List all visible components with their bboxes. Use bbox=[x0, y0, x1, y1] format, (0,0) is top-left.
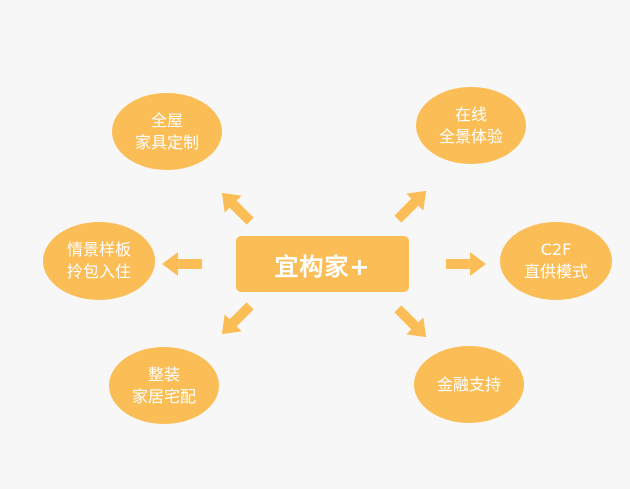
node-middle-left-line2: 拎包入住 bbox=[66, 262, 131, 281]
center-node: 宜构家+ bbox=[236, 236, 409, 292]
node-middle-left: 情景样板 拎包入住 bbox=[43, 222, 155, 300]
node-middle-right-line1: C2F bbox=[540, 240, 572, 259]
arrow-to-top-right-icon bbox=[389, 182, 434, 227]
node-middle-right: C2F 直供模式 bbox=[500, 222, 612, 300]
node-middle-right-line2: 直供模式 bbox=[523, 262, 588, 281]
node-top-right: 在线 全景体验 bbox=[416, 87, 526, 164]
arrow-to-bottom-right-icon bbox=[389, 300, 434, 345]
arrow-to-middle-left-icon bbox=[162, 252, 202, 276]
node-bottom-left-line2: 家居宅配 bbox=[131, 386, 196, 406]
node-middle-left-line1: 情景样板 bbox=[66, 240, 131, 259]
node-top-left-line1: 全屋 bbox=[150, 110, 183, 130]
arrow-to-top-left-icon bbox=[213, 184, 258, 229]
node-top-right-line1: 在线 bbox=[454, 104, 487, 124]
arrow-to-bottom-left-icon bbox=[213, 297, 258, 342]
node-bottom-left: 整装 家居宅配 bbox=[109, 347, 219, 424]
node-bottom-right: 金融支持 bbox=[414, 346, 524, 423]
node-bottom-left-line1: 整装 bbox=[147, 364, 180, 384]
node-top-right-line2: 全景体验 bbox=[438, 126, 503, 146]
arrow-to-middle-right-icon bbox=[446, 252, 486, 276]
center-label: 宜构家+ bbox=[274, 252, 371, 281]
node-top-left: 全屋 家具定制 bbox=[112, 93, 222, 170]
node-top-left-line2: 家具定制 bbox=[134, 132, 199, 152]
node-bottom-right-line1: 金融支持 bbox=[436, 374, 501, 394]
